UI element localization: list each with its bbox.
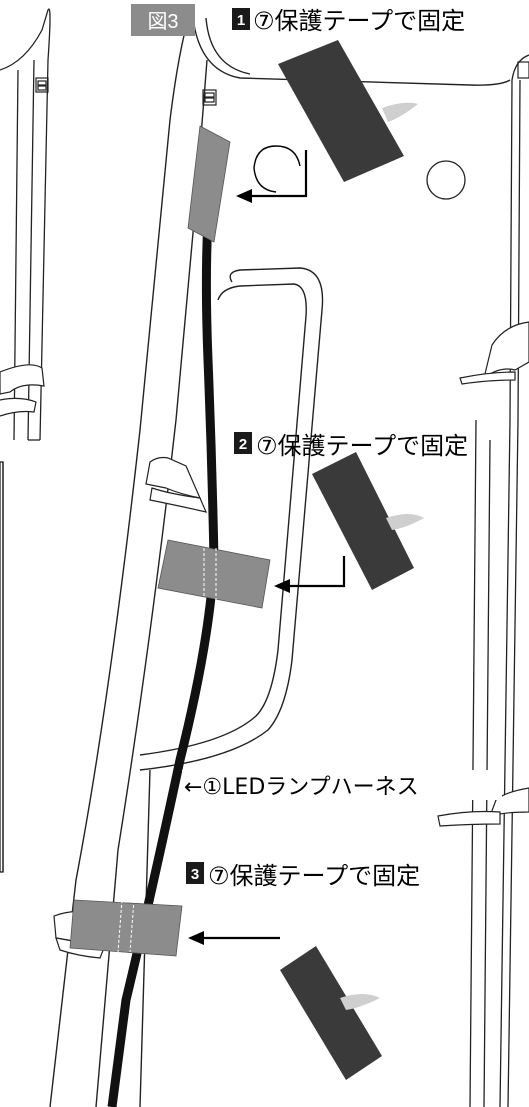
right-panel-clip-lower: [437, 787, 529, 827]
harness-label-group: ←①LEDランプハーネス: [182, 770, 502, 800]
fixed-tape-3: [69, 899, 183, 957]
fixed-tape-1: [187, 125, 231, 243]
left-pillar-panel: [0, 8, 51, 873]
step-3-text: ⑦保護テープで固定: [208, 862, 420, 890]
trim-round-hole: [426, 160, 466, 200]
tape-piece-2: [312, 452, 424, 590]
harness-under-tape-markers: [117, 548, 217, 953]
step-2-number: 2: [239, 436, 247, 453]
arrow-step-1: [236, 145, 308, 203]
led-harness-cable: [107, 189, 219, 1107]
left-panel-square-icon: [35, 77, 49, 93]
figure-label: 図3: [147, 11, 178, 33]
arrow-step-3: [188, 931, 280, 945]
right-panel-clip-upper: [459, 321, 529, 385]
right-pillar-panel: [469, 54, 529, 1107]
step-1-number: 1: [237, 12, 245, 29]
trim-clip-upper: [145, 456, 208, 513]
step-1-label: 1 ⑦保護テープで固定: [232, 7, 465, 35]
step-2-text: ⑦保護テープで固定: [256, 432, 468, 460]
tape-piece-1: [278, 40, 418, 182]
tape-piece-3: [280, 946, 382, 1080]
arrow-step-2: [274, 556, 346, 593]
right-panel-square-icon: [517, 61, 529, 79]
step-1-text: ⑦保護テープで固定: [253, 7, 465, 35]
left-panel-clip: [0, 364, 45, 417]
step-2-number-badge: [234, 432, 252, 454]
step-2-label: 2 ⑦保護テープで固定: [234, 432, 468, 460]
trim-square-icon: [202, 89, 217, 106]
step-3-number: 3: [191, 866, 199, 883]
step-1-number-badge: [232, 8, 250, 30]
fixed-tape-2: [157, 539, 271, 609]
step-3-number-badge: [186, 862, 204, 884]
center-pillar-trim: [49, 7, 511, 1107]
step-3-label: 3 ⑦保護テープで固定: [186, 862, 420, 890]
figure-badge: 図3: [131, 4, 195, 36]
harness-label: ←①LEDランプハーネス: [184, 775, 419, 800]
